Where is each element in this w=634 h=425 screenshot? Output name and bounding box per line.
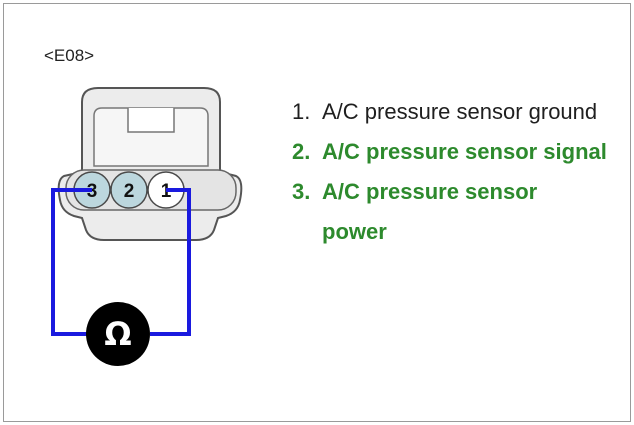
pin-list-number: 3. [292,179,311,204]
pin-list-description: A/C pressure sensor ground [322,99,598,124]
pin-list-item: 2. A/C pressure sensor signal [292,132,612,172]
ohm-symbol: Ω [104,315,131,353]
pin-list-number: 2. [292,139,311,164]
probe-wire-pin1 [150,188,191,336]
connector-lock-tab [127,108,175,133]
pin-list-item: 3. A/C pressure sensor power [292,172,612,252]
pin-list-description: A/C pressure sensor power [322,179,538,244]
connector-pin-2 [110,171,148,209]
connector-pin-label: 2 [124,181,135,202]
connector-label: <E08> [44,46,95,65]
pin-list-description: A/C pressure sensor signal [322,139,607,164]
pin-list-item: 1. A/C pressure sensor ground [292,92,612,132]
probe-wire-pin3 [51,188,92,336]
ohmmeter-icon [86,302,150,366]
pin-description-list: 1. A/C pressure sensor ground 2. A/C pressu… [292,92,612,252]
pin-list-number: 1. [292,99,311,124]
connector-inner-body [93,107,209,167]
